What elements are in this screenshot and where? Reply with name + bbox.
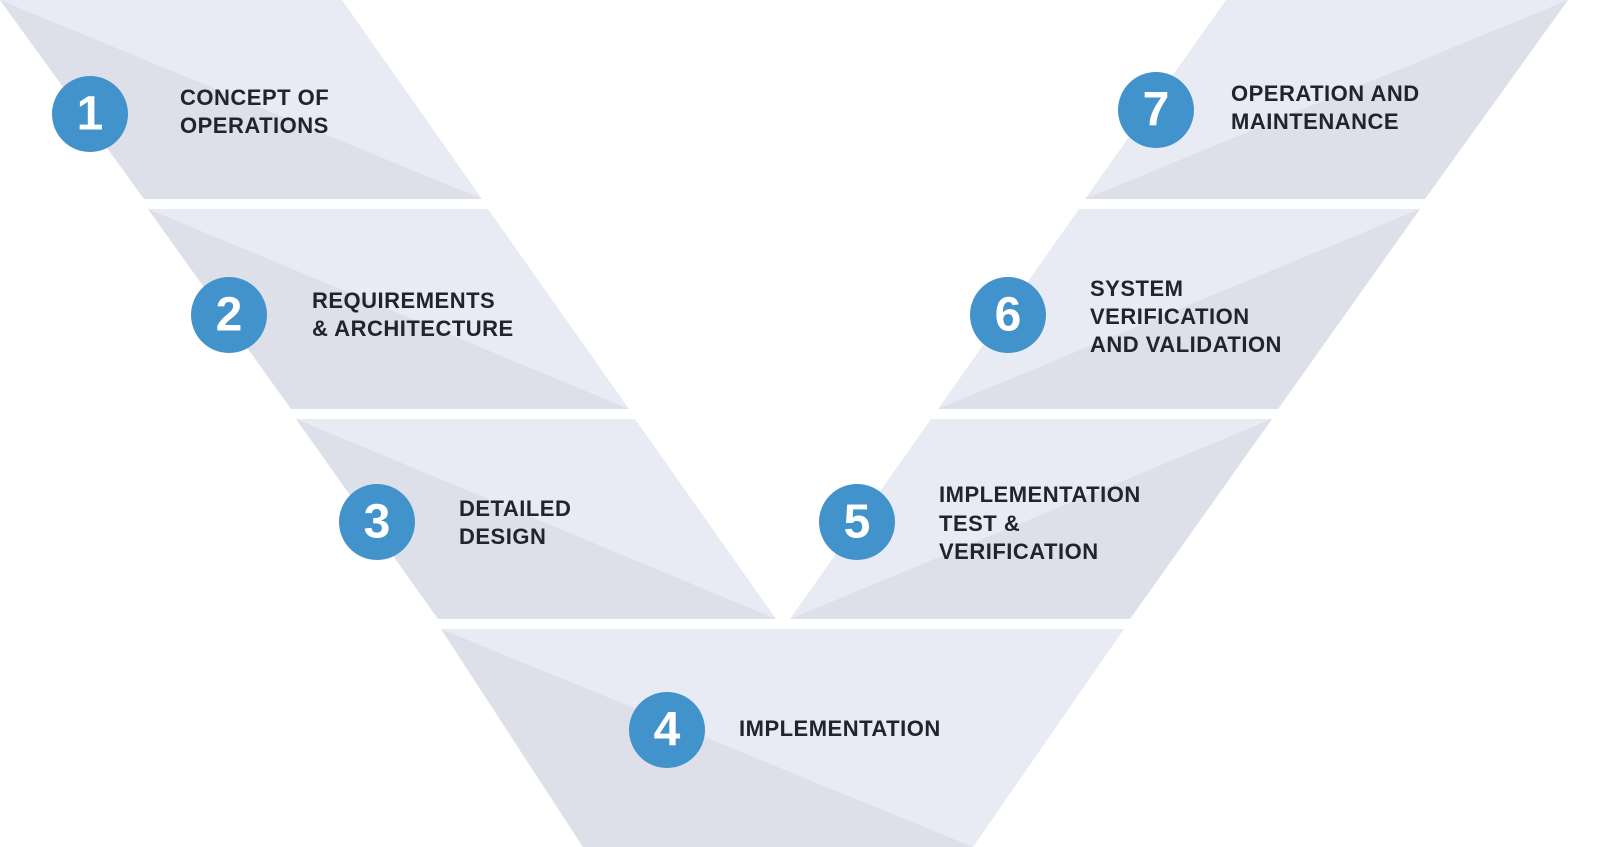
step-label-line: OPERATION AND	[1231, 81, 1420, 106]
step-number: 5	[844, 496, 871, 549]
step-3: 3 DETAILED DESIGN	[339, 484, 571, 560]
step-label-line: OPERATIONS	[180, 113, 329, 138]
band-step-1	[0, 0, 482, 199]
step-label-line: IMPLEMENTATION	[939, 482, 1141, 507]
band-step-3	[296, 419, 776, 619]
step-number: 6	[995, 289, 1022, 342]
step-number-badge	[629, 692, 705, 768]
step-label-line: CONCEPT OF	[180, 85, 329, 110]
step-1: 1 CONCEPT OF OPERATIONS	[52, 76, 329, 152]
step-label-line: DESIGN	[459, 524, 546, 549]
step-number-badge	[970, 277, 1046, 353]
step-label-line: IMPLEMENTATION	[739, 716, 941, 741]
step-number-badge	[52, 76, 128, 152]
band-step-6	[938, 209, 1420, 409]
step-label-line: AND VALIDATION	[1090, 332, 1282, 357]
step-label-line: MAINTENANCE	[1231, 109, 1399, 134]
step-6: 6 SYSTEM VERIFICATION AND VALIDATION	[970, 276, 1282, 357]
step-number-badge	[1118, 72, 1194, 148]
band-step-4	[441, 629, 1124, 847]
step-4: 4 IMPLEMENTATION	[629, 692, 941, 768]
step-label-line: DETAILED	[459, 496, 571, 521]
step-number: 1	[77, 88, 104, 141]
step-number-badge	[339, 484, 415, 560]
step-number: 3	[364, 496, 391, 549]
step-7: 7 OPERATION AND MAINTENANCE	[1118, 72, 1420, 148]
step-number: 2	[216, 289, 243, 342]
step-5: 5 IMPLEMENTATION TEST & VERIFICATION	[819, 482, 1141, 564]
band-step-5	[790, 419, 1272, 619]
step-number-badge	[819, 484, 895, 560]
step-label-line: & ARCHITECTURE	[312, 316, 514, 341]
step-number-badge	[191, 277, 267, 353]
band-step-7	[1085, 0, 1568, 199]
step-label-line: VERIFICATION	[1090, 304, 1250, 329]
step-label-line: REQUIREMENTS	[312, 288, 495, 313]
band-step-2	[148, 209, 629, 409]
step-label-line: SYSTEM	[1090, 276, 1183, 301]
step-2: 2 REQUIREMENTS & ARCHITECTURE	[191, 277, 514, 353]
step-number: 7	[1143, 84, 1170, 137]
step-label-line: TEST &	[939, 511, 1020, 536]
step-label-line: VERIFICATION	[939, 539, 1099, 564]
step-number: 4	[654, 704, 681, 757]
